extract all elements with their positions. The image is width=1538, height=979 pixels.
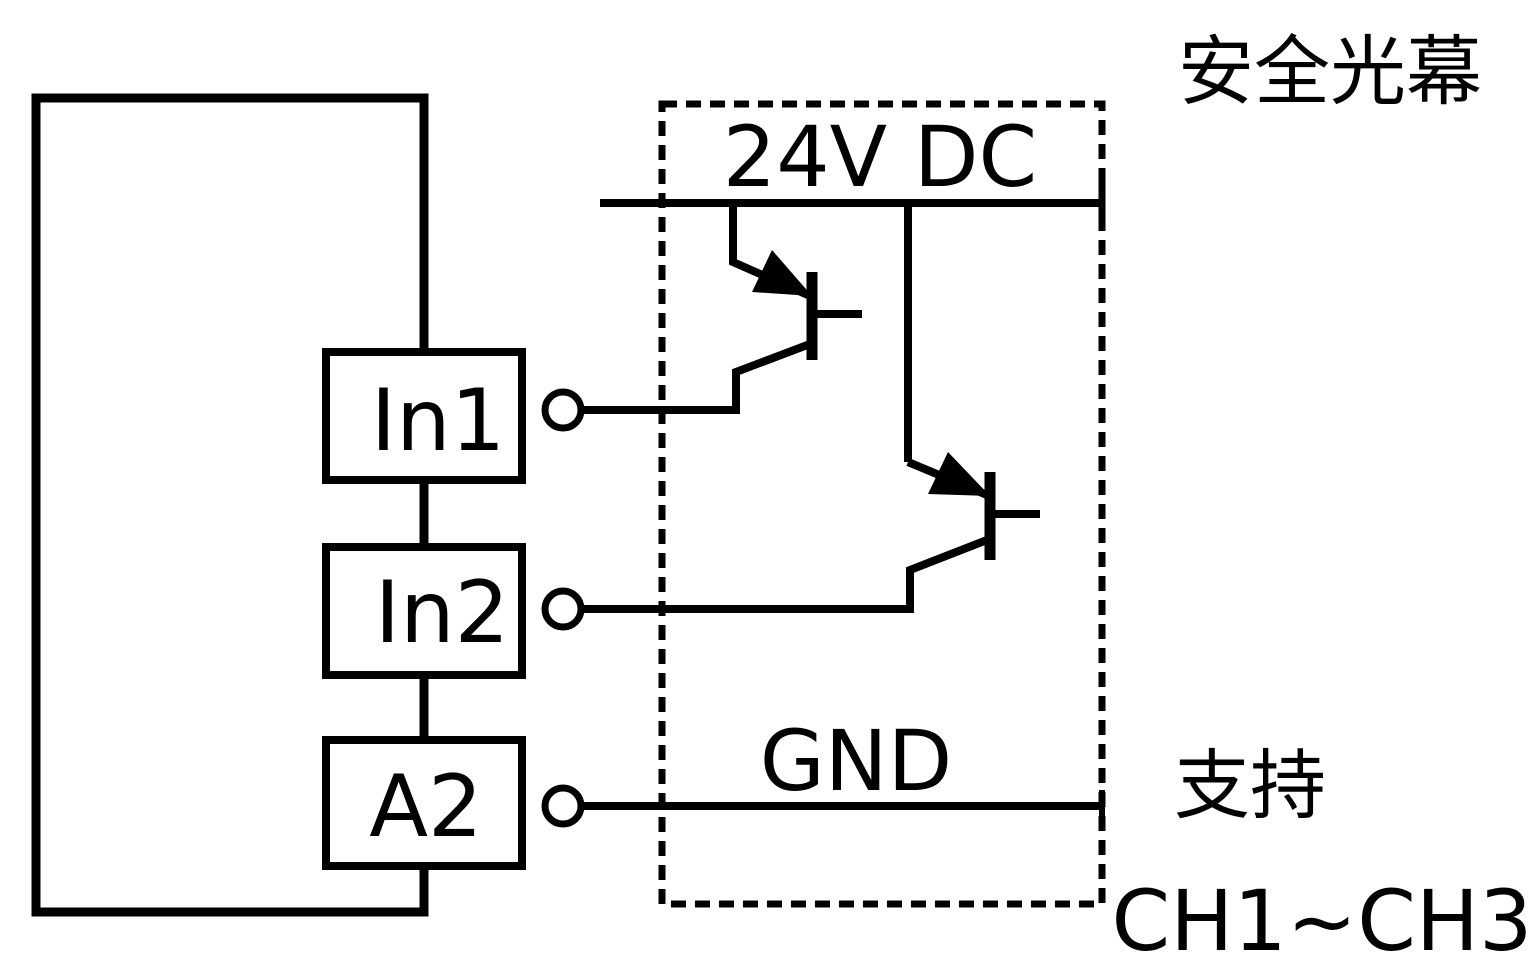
- power-label: 24V DC: [723, 108, 1037, 206]
- transistor-in2-collector: [582, 536, 989, 613]
- terminal-in1: In1: [322, 348, 526, 484]
- device-outline-wire: [31, 93, 429, 917]
- ground-label: GND: [760, 712, 953, 810]
- diagram-title: 安全光幕: [1178, 27, 1482, 116]
- terminal-a2-label: A2: [369, 757, 483, 857]
- channels-label: CH1~CH3: [1112, 872, 1533, 970]
- connector-in2: [541, 587, 585, 631]
- connector-a2: [541, 784, 585, 828]
- terminal-a2-box: [322, 736, 526, 870]
- terminal-a2: A2: [322, 736, 526, 870]
- terminal-in1-box: [322, 348, 526, 484]
- connector-in1: [541, 388, 585, 432]
- transistor-in2: [582, 452, 1040, 613]
- transistor-in1-arrow-icon: [752, 250, 812, 296]
- terminal-in1-label: In1: [371, 371, 506, 471]
- support-label: 支持: [1174, 741, 1326, 830]
- transistor-in1-collector: [582, 340, 812, 414]
- transistor-in1: [582, 203, 862, 414]
- light-curtain-enclosure: [658, 100, 1106, 908]
- terminal-in2-label: In2: [375, 563, 510, 663]
- terminal-in2: In2: [322, 543, 526, 679]
- transistor-in2-arrow-icon: [928, 452, 990, 496]
- terminal-in2-box: [322, 543, 526, 679]
